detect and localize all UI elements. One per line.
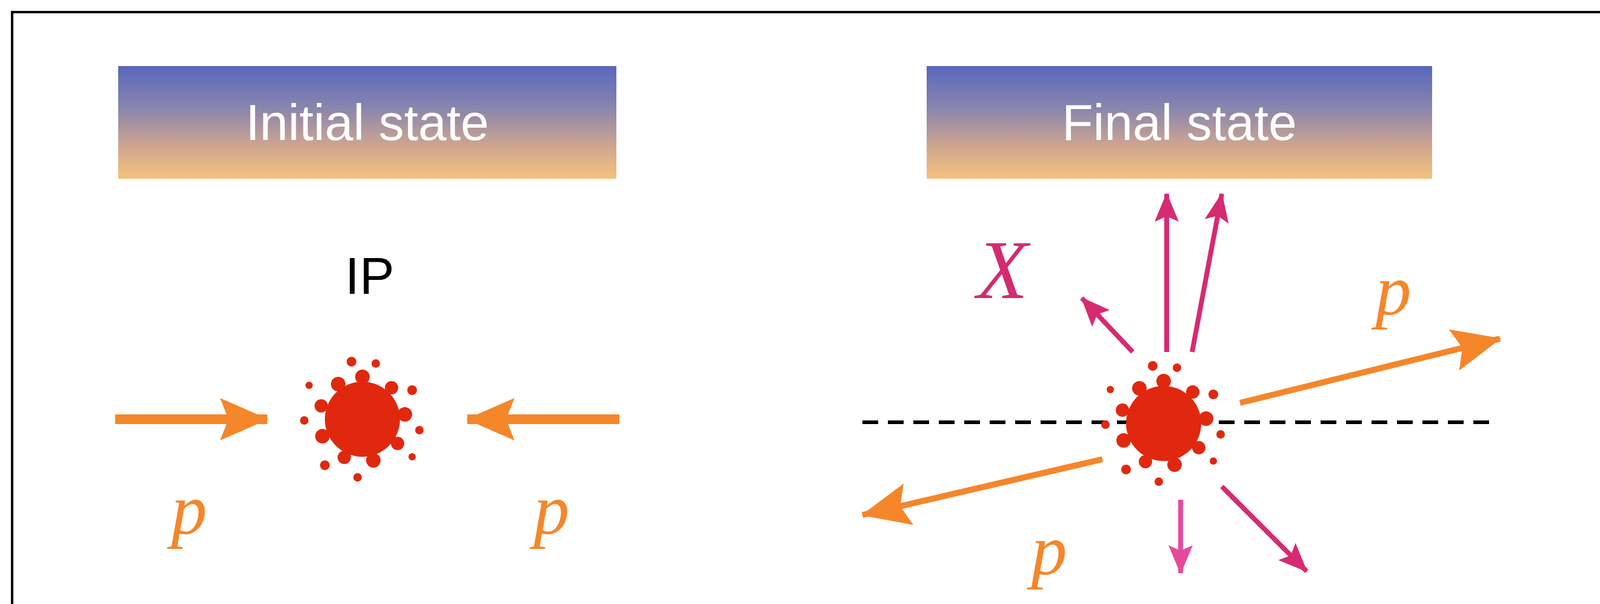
proton-label: p	[1375, 255, 1412, 327]
proton-arrow	[115, 414, 268, 425]
proton-arrow	[1240, 338, 1500, 404]
proton-label: p	[533, 474, 570, 547]
collision-burst	[1101, 361, 1225, 487]
frame	[12, 12, 1600, 604]
proton-arrow	[467, 414, 620, 425]
particle-arrow	[1192, 193, 1222, 353]
state-header: Initial state	[118, 66, 617, 179]
interaction-point-label: IP	[344, 249, 394, 302]
proton-label: p	[171, 474, 208, 547]
products-label: X	[976, 228, 1028, 313]
collision-burst	[300, 356, 424, 482]
header-text: Initial state	[245, 94, 490, 151]
particle-arrow	[1164, 193, 1170, 353]
proton-arrow	[862, 459, 1103, 516]
proton-label: p	[1031, 515, 1068, 587]
particle-arrow	[1178, 500, 1184, 574]
particle-arrow	[1221, 486, 1307, 572]
particle-arrow	[1081, 298, 1133, 353]
state-header: Final state	[926, 66, 1433, 179]
header-text: Final state	[1061, 94, 1297, 151]
